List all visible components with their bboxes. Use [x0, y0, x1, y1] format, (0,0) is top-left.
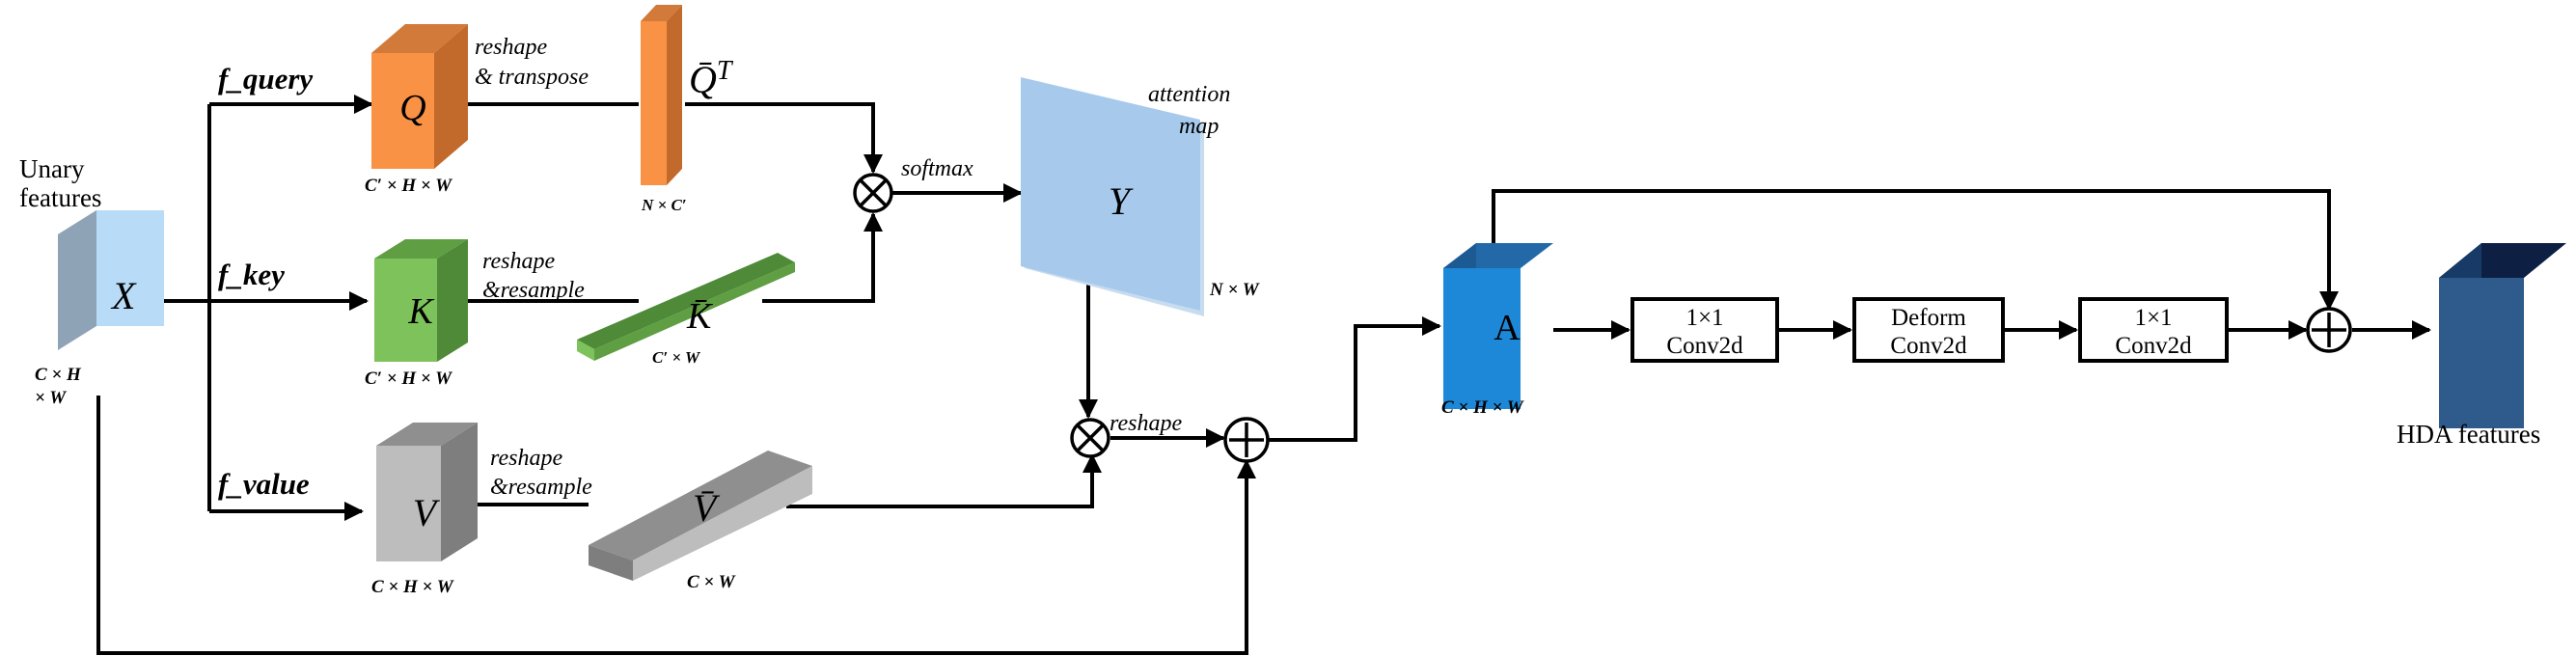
v-block: V C × H × W: [371, 423, 478, 597]
kbar-symbol: K̄: [686, 296, 713, 337]
attention-label-2: map: [1179, 114, 1219, 139]
k-block: K C′ × H × W: [365, 239, 468, 389]
y-dim: N × W: [1209, 280, 1260, 300]
input-unary-features: Unary features X C × H × W: [19, 154, 164, 408]
q-block-side: [434, 24, 468, 169]
qt-block-front: [641, 21, 667, 185]
conv1-rect: [1631, 297, 1779, 363]
a-dim: C × H × W: [1441, 397, 1524, 418]
kbar-block-side: [594, 262, 795, 361]
connections: [96, 95, 2431, 655]
branch-label-key: f_key: [218, 258, 285, 291]
k-block-front: [374, 259, 437, 362]
label-reshape-transpose-2: & transpose: [475, 65, 589, 90]
output-hda-features: HDA features: [2397, 243, 2566, 449]
a-block-front: [1443, 268, 1521, 409]
y-attention-map: Y attention map N × W: [1021, 77, 1260, 316]
k-block-top: [374, 239, 468, 259]
label-reshape-resample-k2: &resample: [482, 278, 585, 303]
wire-a-skip: [1492, 189, 2339, 311]
v-block-side: [441, 423, 478, 561]
k-dim: C′ × H × W: [365, 369, 452, 389]
k-block-side: [437, 239, 468, 362]
vbar-symbol: V̄: [693, 486, 721, 530]
wire-kbar-to-mult1: [762, 212, 883, 303]
conv2-line1: 1×1: [2134, 305, 2172, 331]
multiply-op-2: [1070, 418, 1110, 458]
attention-label-1: attention: [1148, 82, 1230, 107]
deform-line2: Conv2d: [1890, 333, 1967, 359]
a-block: A C × H × W: [1441, 243, 1553, 418]
x-block-side: [58, 210, 96, 350]
wire-add1-to-a: [1268, 316, 1441, 442]
q-block-front: [371, 53, 434, 169]
label-reshape-resample-k1: reshape: [482, 249, 555, 274]
v-symbol: V: [413, 491, 441, 534]
x-symbol: X: [110, 274, 137, 317]
deform-rect: [1852, 297, 2005, 363]
branch-label-query: f_query: [218, 62, 313, 96]
kbar-block: K̄ C′ × W: [577, 253, 795, 367]
label-reshape-resample-v1: reshape: [490, 446, 562, 471]
deform-conv-box: Deform Conv2d: [1852, 297, 2005, 363]
vbar-block-top: [589, 451, 812, 560]
q-block: Q C′ × H × W: [365, 24, 468, 196]
conv1-line1: 1×1: [1685, 305, 1723, 331]
label-reshape-resample-v2: &resample: [490, 475, 592, 500]
wire-x-residual: [96, 396, 1256, 655]
wire-vbar-to-mult2: [786, 453, 1102, 508]
input-title-line2: features: [19, 183, 101, 212]
multiply-op-1: [853, 173, 893, 213]
qt-symbol-sup: T: [717, 56, 734, 86]
out-block-front: [2439, 278, 2524, 428]
qt-block: Q̄T N × C′: [641, 5, 734, 214]
qt-block-top: [641, 5, 682, 21]
label-reshape: reshape: [1110, 411, 1182, 436]
vbar-block-end: [589, 545, 633, 581]
label-softmax: softmax: [901, 156, 973, 181]
label-reshape-transpose-1: reshape: [475, 35, 547, 60]
conv1-box: 1×1 Conv2d: [1631, 297, 1779, 363]
conv2-line2: Conv2d: [2115, 333, 2192, 359]
x-block: [58, 210, 164, 350]
qt-dim: N × C′: [641, 196, 687, 214]
x-dim-line2: × W: [35, 388, 67, 408]
qt-block-side: [667, 5, 682, 185]
conv2-box: 1×1 Conv2d: [2078, 297, 2229, 363]
kbar-block-top: [577, 253, 795, 349]
x-block-front: [96, 210, 164, 326]
q-dim: C′ × H × W: [365, 176, 452, 196]
q-symbol: Q: [399, 88, 425, 128]
add-op-1: [1223, 417, 1270, 463]
add-op-2: [2306, 307, 2352, 353]
deform-line1: Deform: [1891, 305, 1966, 331]
multiply-x1b: [859, 178, 888, 207]
wire-qt-to-mult1: [685, 102, 883, 174]
a-symbol: A: [1494, 308, 1521, 348]
y-plane: [1021, 77, 1200, 311]
kbar-dim: C′ × W: [652, 348, 701, 367]
y-symbol: Y: [1109, 179, 1134, 223]
vbar-dim: C × W: [687, 572, 736, 592]
v-dim: C × H × W: [371, 577, 454, 597]
x-dim-line1: C × H: [35, 365, 82, 385]
kbar-block-front: [577, 340, 594, 361]
k-symbol: K: [407, 291, 434, 332]
branch-label-value: f_value: [218, 467, 310, 501]
multiply-x2b: [1076, 424, 1105, 452]
q-block-top: [371, 24, 468, 53]
input-title-line1: Unary: [19, 154, 85, 183]
v-block-front: [376, 446, 441, 561]
conv2-rect: [2078, 297, 2229, 363]
conv1-line2: Conv2d: [1666, 333, 1743, 359]
output-label: HDA features: [2397, 420, 2540, 449]
vbar-block: V̄ C × W: [589, 451, 812, 592]
qt-symbol-base: Q̄: [689, 58, 717, 101]
v-block-top: [376, 423, 478, 446]
qt-symbol: Q̄T: [689, 56, 734, 101]
vbar-block-front: [633, 466, 812, 581]
